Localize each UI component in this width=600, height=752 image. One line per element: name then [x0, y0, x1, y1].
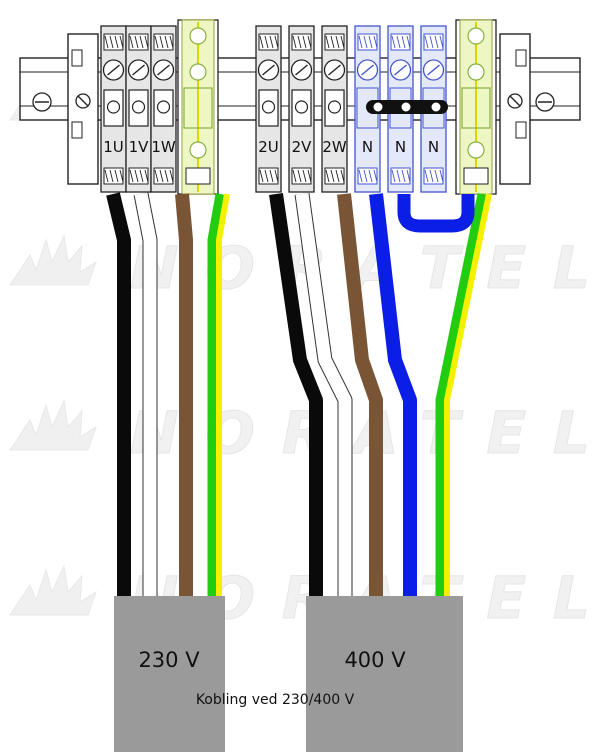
wire-n-blue: [369, 193, 417, 600]
wire-pe1-yellow: [216, 193, 230, 600]
terminal-label: N: [395, 138, 406, 156]
terminal-label: 1W: [151, 138, 176, 156]
terminal-label: 1U: [103, 138, 124, 156]
wire-1u-black: [106, 192, 131, 600]
terminal-2v-1: 2V: [288, 25, 315, 193]
earth-terminal-1: [177, 19, 219, 195]
terminal-label: 2V: [292, 138, 313, 156]
neutral-jumper-loop: [397, 194, 475, 233]
terminal-label: 2W: [322, 138, 347, 156]
terminal-1w-2: 1W: [150, 25, 177, 193]
wire-2u-black: [269, 192, 323, 600]
cable-sheath-230: [114, 596, 225, 752]
neutral-bridge-bar: [366, 100, 448, 114]
wire-pe2-green: [435, 193, 487, 600]
terminal-label: 2U: [258, 138, 279, 156]
earth-terminal-2: [455, 19, 497, 195]
wire-pe1-green: [207, 193, 225, 600]
terminal-1v-1: 1V: [125, 25, 152, 193]
wire-pe2-yellow: [444, 193, 492, 600]
watermark-text-1: NORATEL: [130, 234, 590, 302]
wires: [106, 192, 492, 600]
terminal-2w-2: 2W: [321, 25, 348, 193]
watermark-3: NORATEL: [9, 564, 591, 633]
terminal-label: N: [428, 138, 439, 156]
terminal-1u-0: 1U: [100, 25, 127, 193]
terminal-2u-0: 2U: [255, 25, 282, 193]
watermark-text-2: NORATEL: [130, 399, 590, 467]
diagram-caption: Kobling ved 230/400 V: [195, 692, 355, 708]
voltage-label-230: 230 V: [138, 648, 200, 672]
end-clamp-right: [499, 33, 555, 185]
wire-2v-white: [295, 193, 352, 600]
cable-sheath-400: [306, 596, 463, 752]
terminal-label: N: [362, 138, 373, 156]
wire-2w-brown: [337, 193, 383, 600]
wire-1v-white: [134, 192, 157, 600]
watermark-1: NORATEL: [9, 234, 591, 303]
watermark-2: NORATEL: [9, 399, 591, 468]
voltage-label-400: 400 V: [344, 648, 406, 672]
end-clamp-left: [32, 33, 99, 185]
wire-1w-brown: [175, 193, 193, 600]
terminal-label: 1V: [129, 138, 150, 156]
